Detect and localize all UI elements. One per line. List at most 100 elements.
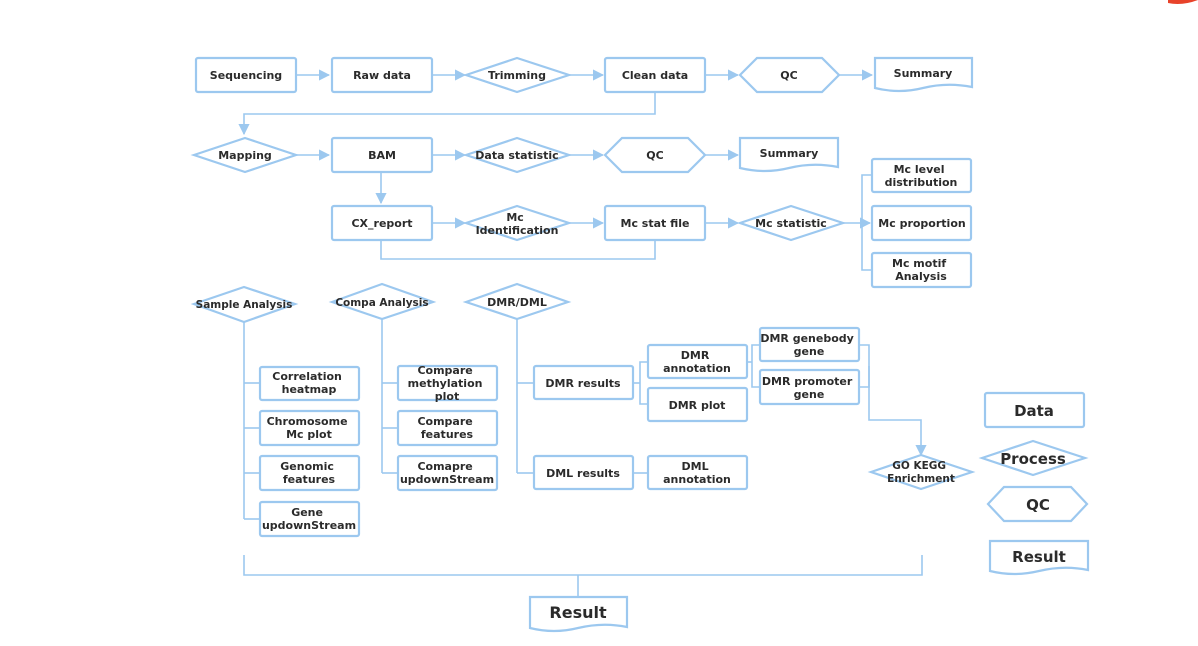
node-dml-annotation-line-2: annotation [663, 473, 731, 486]
node-go-kegg-enrichment-line-1: GO KEGG [892, 460, 946, 472]
node-data-statistic: Data statistic [462, 136, 573, 174]
node-compa-analysis: Compa Analysis [328, 282, 437, 321]
node-mc-identification: Mc Identification [462, 204, 573, 242]
node-mapping-label: Mapping [218, 149, 272, 162]
legend-result: Result [988, 539, 1090, 576]
node-compare-methylation-plot-line-1: Compare [417, 364, 472, 377]
node-comapre-updownstream: Comapre updownStream [396, 454, 499, 492]
node-dmr-results-label: DMR results [545, 377, 621, 390]
node-summary-1-label: Summary [894, 67, 953, 80]
node-summary-2-label: Summary [760, 147, 819, 160]
node-trimming-label: Trimming [488, 69, 546, 82]
node-mc-motif-analysis: Mc motif Analysis [870, 251, 973, 289]
svg-text:Compare features: Compare features [417, 415, 476, 441]
node-clean-data: Clean data [603, 56, 707, 94]
node-clean-data-label: Clean data [622, 69, 688, 82]
node-comapre-updownstream-line-2: updownStream [400, 473, 494, 486]
node-mc-proportion: Mc proportion [870, 204, 973, 242]
node-mc-identification-line-2: Identification [476, 224, 559, 237]
node-data-statistic-label: Data statistic [475, 149, 558, 162]
legend-data: Data [983, 391, 1086, 429]
svg-text:Compare methylation: Compare methylation plot [408, 364, 487, 403]
legend-result-label: Result [1012, 548, 1066, 566]
node-sequencing: Sequencing [194, 56, 298, 94]
svg-text:Comapre updownStream: Comapre updownStream [400, 460, 494, 486]
svg-text:Mc Identification: Mc Identification [476, 211, 559, 237]
node-mc-statistic-label: Mc statistic [755, 217, 827, 230]
node-qc-1: QC [738, 56, 841, 94]
node-gene-updownstream-line-1: Gene [291, 506, 323, 519]
node-sequencing-label: Sequencing [210, 69, 282, 82]
svg-text:DMR promoter gene: DMR promoter gene [762, 375, 856, 401]
node-cx-report: CX_report [330, 204, 434, 242]
node-mc-level-distribution: Mc level distribution [870, 157, 973, 194]
node-mc-level-distribution-line-1: Mc level [894, 163, 945, 176]
node-compare-methylation-plot-line-3: plot [435, 390, 459, 403]
node-dml-results-label: DML results [546, 467, 620, 480]
node-mc-level-distribution-line-2: distribution [885, 176, 958, 189]
svg-text:Genomic features: Genomic features [280, 460, 337, 486]
node-go-kegg-enrichment: GO KEGG Enrichment [867, 453, 976, 491]
node-compare-features-line-2: features [421, 428, 474, 441]
node-dml-annotation-line-1: DML [682, 460, 709, 473]
node-sample-analysis: Sample Analysis [190, 285, 299, 324]
node-dmr-annotation: DMR annotation [646, 343, 749, 380]
node-compa-analysis-label: Compa Analysis [335, 297, 428, 309]
svg-text:Mc motif Analysis: Mc motif Analysis [892, 257, 950, 283]
node-compare-methylation-plot-line-2: methylation [408, 377, 483, 390]
node-dmr-genebody-gene: DMR genebody gene [758, 326, 861, 363]
node-mc-proportion-label: Mc proportion [878, 217, 965, 230]
svg-text:GO KEGG Enrichment: GO KEGG Enrichment [887, 460, 955, 485]
svg-text:DML annotation: DML annotation [663, 460, 731, 486]
node-comapre-updownstream-line-1: Comapre [417, 460, 472, 473]
node-mc-statistic: Mc statistic [736, 204, 847, 242]
node-dmr-promoter-gene: DMR promoter gene [758, 368, 861, 406]
node-dmr-genebody-gene-line-2: gene [794, 345, 825, 358]
node-raw-data: Raw data [330, 56, 434, 94]
node-mc-stat-file: Mc stat file [603, 204, 707, 242]
node-gene-updownstream-line-2: updownStream [262, 519, 356, 532]
node-sample-analysis-label: Sample Analysis [196, 299, 293, 311]
node-chromosome-mc-plot: Chromosome Mc plot [258, 409, 361, 447]
node-chromosome-mc-plot-line-1: Chromosome [267, 415, 348, 428]
node-mc-stat-file-label: Mc stat file [621, 217, 690, 230]
svg-text:DMR annotation: DMR annotation [663, 349, 731, 375]
node-qc-2-label: QC [646, 149, 663, 162]
node-dmr-promoter-gene-line-1: DMR promoter [762, 375, 853, 388]
svg-text:DMR genebody gene: DMR genebody gene [760, 332, 857, 358]
legend-qc: QC [986, 485, 1089, 523]
node-qc-1-label: QC [780, 69, 797, 82]
connectors [238, 69, 927, 597]
node-gene-updownstream: Gene updownStream [258, 500, 361, 538]
svg-text:Correlation heatmap: Correlation heatmap [272, 370, 345, 396]
node-genomic-features-line-2: features [283, 473, 336, 486]
node-result: Result [528, 595, 629, 633]
node-mc-motif-analysis-line-2: Analysis [895, 270, 947, 283]
corner-accent-shape [1168, 0, 1198, 4]
svg-text:Chromosome Mc plot: Chromosome Mc plot [267, 415, 352, 441]
node-mapping: Mapping [190, 136, 300, 174]
legend-data-label: Data [1014, 402, 1054, 420]
node-trimming: Trimming [462, 56, 573, 94]
node-chromosome-mc-plot-line-2: Mc plot [286, 428, 332, 441]
node-dml-results: DML results [532, 454, 635, 491]
node-genomic-features-line-1: Genomic [280, 460, 334, 473]
node-dmr-results: DMR results [532, 364, 635, 401]
node-dmr-genebody-gene-line-1: DMR genebody [760, 332, 853, 345]
node-qc-2: QC [603, 136, 707, 174]
node-dmr-promoter-gene-line-2: gene [794, 388, 825, 401]
node-cx-report-label: CX_report [351, 217, 412, 230]
node-result-label: Result [549, 603, 607, 622]
node-go-kegg-enrichment-line-2: Enrichment [887, 473, 955, 485]
node-bam: BAM [330, 136, 434, 174]
node-mc-motif-analysis-line-1: Mc motif [892, 257, 946, 270]
node-summary-1: Summary [873, 56, 974, 93]
svg-text:Mc level distribution: Mc level distribution [885, 163, 958, 189]
node-dmr-dml-label: DMR/DML [487, 296, 547, 309]
node-dmr-plot: DMR plot [646, 386, 749, 423]
legend-process-label: Process [1000, 450, 1066, 468]
node-compare-features: Compare features [396, 409, 499, 447]
node-dmr-annotation-line-1: DMR [681, 349, 710, 362]
node-correlation-heatmap: Correlation heatmap [258, 365, 361, 402]
